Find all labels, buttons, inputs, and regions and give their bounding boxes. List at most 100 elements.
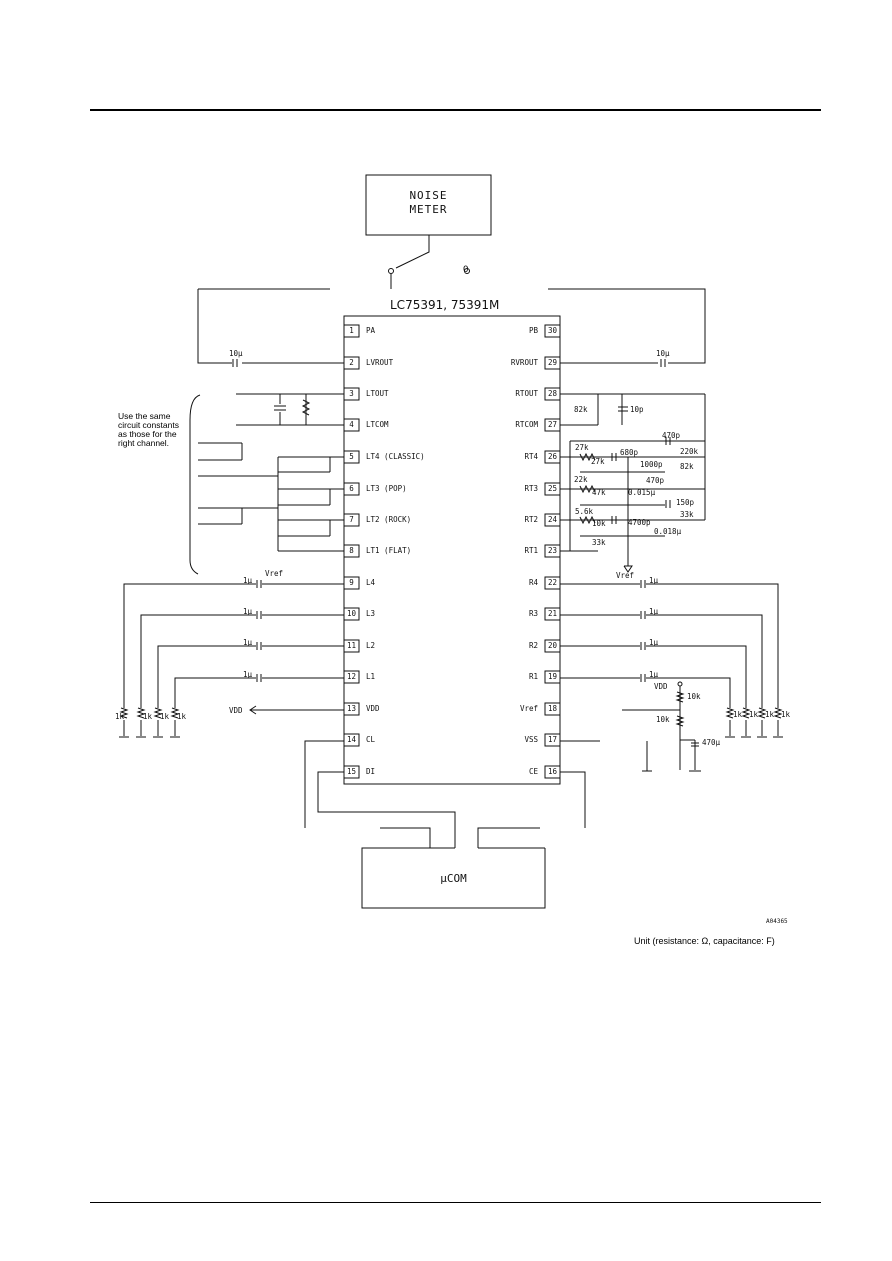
pin-name: VDD (366, 704, 380, 713)
c-4700p-label: 4700p (628, 518, 651, 527)
right-input-resistors (725, 707, 783, 738)
pin-number: 25 (547, 484, 558, 493)
c-1u-l2-label: 1µ (243, 638, 253, 647)
r-220k-label: 220k (680, 447, 699, 456)
left-pin-boxes (343, 324, 360, 779)
pin-number: 6 (349, 484, 354, 493)
r-10k-b-label: 10k (656, 715, 670, 724)
pin-name: RT3 (524, 484, 538, 493)
pin-number: 20 (547, 641, 558, 650)
pin-name: LT1 (FLAT) (366, 546, 412, 555)
c-lvrout-label: 10µ (229, 349, 243, 358)
c-470u-label: 470µ (702, 738, 721, 747)
r-47k-label: 47k (592, 488, 606, 497)
pin-number: 26 (547, 452, 558, 461)
pin-number: 3 (349, 389, 354, 398)
r-27k-b-label: 27k (591, 457, 605, 466)
note-line-4: right channel. (118, 438, 170, 448)
c-1u-r2-label: 1µ (649, 638, 659, 647)
pin-name: RVROUT (510, 358, 538, 367)
c-1u-l3-label: 1µ (243, 607, 253, 616)
mcom-label: μCOM (440, 872, 467, 885)
pin-number: 16 (547, 767, 558, 776)
pin-name: RTOUT (515, 389, 538, 398)
r-1k-left-3: 1k (160, 712, 170, 721)
pin-number: 15 (346, 767, 357, 776)
pin-number: 2 (349, 358, 354, 367)
c-1u-l1-label: 1µ (243, 670, 253, 679)
noise-meter-label: NOISE METER (366, 189, 491, 217)
c-470p-a-label: 470p (662, 431, 681, 440)
noise-meter-line1: NOISE (409, 189, 448, 202)
pin-name: RTCOM (515, 420, 538, 429)
pin-name: LTCOM (366, 420, 389, 429)
vdd-right-label: VDD (654, 682, 668, 691)
pin-number: 22 (547, 578, 558, 587)
pin-number: 4 (349, 420, 354, 429)
c-001-label: 0.018µ (654, 527, 682, 536)
pin-name: CE (528, 767, 538, 776)
vref-left-label: Vref (265, 569, 284, 578)
pin-name: LT2 (ROCK) (366, 515, 412, 524)
pin-name: Vref (519, 704, 538, 713)
r-1k-right-4: 1k (781, 710, 791, 719)
r-1k-left-4: 1k (177, 712, 187, 721)
pin-name: L3 (366, 609, 376, 618)
pin-name: R1 (528, 672, 538, 681)
pin-name: DI (366, 767, 376, 776)
c-10p-label: 10p (630, 405, 644, 414)
note-line-1: Use the same (118, 411, 171, 421)
pin-number: 21 (547, 609, 558, 618)
pin-name: L1 (366, 672, 376, 681)
left-input-resistors (119, 707, 180, 738)
c-150p-label: 150p (676, 498, 695, 507)
pin-name: R4 (528, 578, 538, 587)
pin-number: 8 (349, 546, 354, 555)
unit-text: Unit (resistance: Ω, capacitance: F) (634, 936, 775, 946)
r-27k-a-label: 27k (575, 443, 589, 452)
pin-number: 23 (547, 546, 558, 555)
r-33k-label: 33k (680, 510, 694, 519)
pin-number: 19 (547, 672, 558, 681)
r-1k-left-1: 1k (115, 712, 125, 721)
pin-name: R2 (528, 641, 538, 650)
footer-rule (90, 1202, 821, 1203)
figure-code: A04365 (766, 918, 788, 925)
vdd-arrow-label: VDD (229, 706, 243, 715)
pin-name: LT3 (POP) (366, 484, 407, 493)
r-10k-rt-label: 10k (592, 519, 606, 528)
pin-name: L4 (366, 578, 376, 587)
ic-title: LC75391, 75391M (390, 298, 500, 312)
pin-name: PB (528, 326, 538, 335)
pin-number: 28 (547, 389, 558, 398)
pin-name: VSS (524, 735, 538, 744)
pin-name: PA (366, 326, 376, 335)
r-1k-right-2: 1k (749, 710, 759, 719)
r-1k-right-1: 1k (733, 710, 743, 719)
c-1u-r4-label: 1µ (649, 576, 659, 585)
pin-name: LT4 (CLASSIC) (366, 452, 425, 461)
pin-number: 13 (346, 704, 357, 713)
c-1u-l4-label: 1µ (243, 576, 253, 585)
note-line-2: circuit constants (118, 420, 179, 430)
pin-number: 29 (547, 358, 558, 367)
pin-number: 9 (349, 578, 354, 587)
pin-name: RT1 (524, 546, 538, 555)
c-rvrout-label: 10µ (656, 349, 670, 358)
pin-name: CL (366, 735, 376, 744)
pin-number: 10 (346, 609, 357, 618)
pin-number: 14 (346, 735, 357, 744)
vref-right-label: Vref (616, 571, 635, 580)
pin-number: 18 (547, 704, 558, 713)
c-1u-r3-label: 1µ (649, 607, 659, 616)
r-10k-a-label: 10k (687, 692, 701, 701)
c-680p-label: 680p (620, 448, 639, 457)
pin-number: 27 (547, 420, 558, 429)
r-82k-b-label: 82k (680, 462, 694, 471)
pin-number: 12 (346, 672, 357, 681)
c-1000p-label: 1000p (640, 460, 663, 469)
pin-name: RT4 (524, 452, 538, 461)
left-channel-note: Use the same circuit constants as those … (118, 412, 179, 448)
c-1u-r1-label: 1µ (649, 670, 659, 679)
